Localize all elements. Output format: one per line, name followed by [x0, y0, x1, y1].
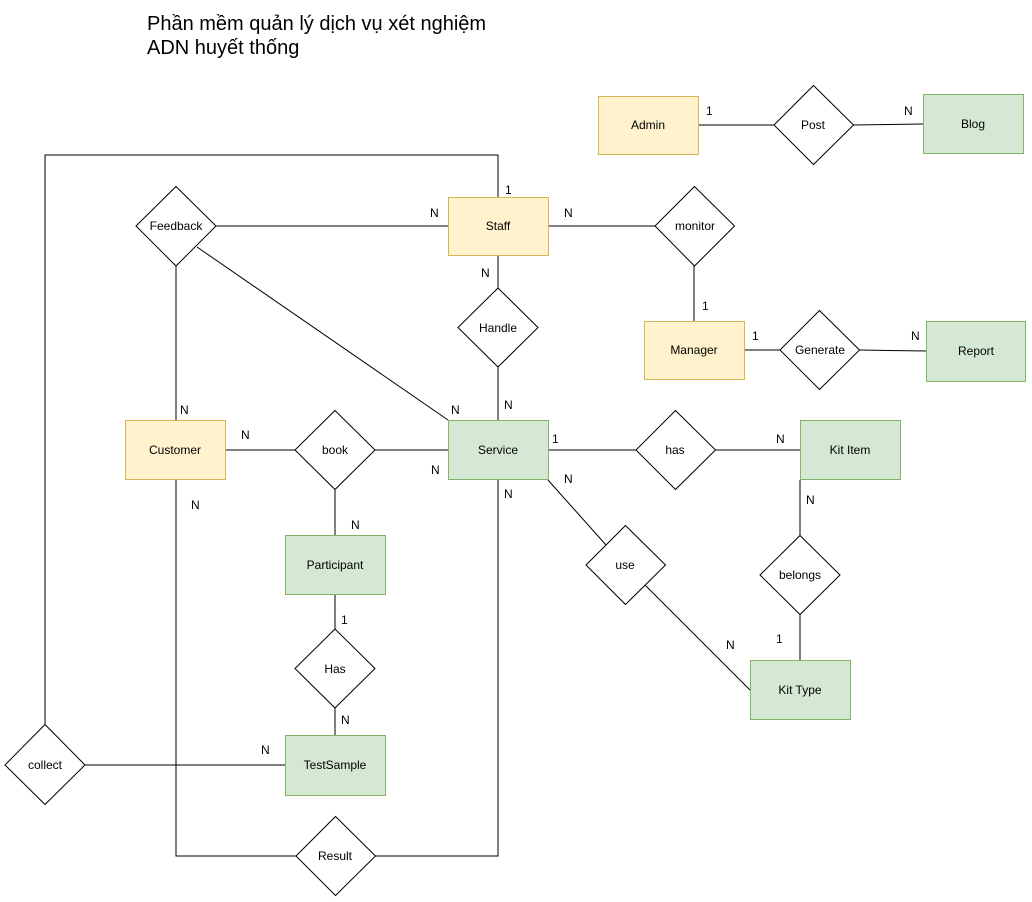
title-line-1: Phần mềm quản lý dịch vụ xét nghiệm [147, 13, 487, 35]
entity-admin[interactable]: Admin [598, 96, 699, 155]
edge-customer-result [175, 480, 296, 857]
entity-manager-label: Manager [670, 343, 717, 357]
cardinality-label: N [180, 403, 189, 417]
cardinality-label: N [261, 743, 270, 757]
entity-kit-type-label: Kit Type [778, 683, 821, 697]
relationship-book[interactable]: book [294, 409, 376, 491]
cardinality-label: N [726, 638, 735, 652]
entity-service-label: Service [478, 443, 518, 457]
cardinality-label: 1 [706, 104, 713, 118]
entity-report-label: Report [958, 344, 995, 358]
cardinality-label: N [504, 398, 513, 412]
cardinality-label: 1 [505, 183, 512, 197]
cardinality-labels: 1 N 1 N N N 1 1 N N N N N N 1 N N N N N … [180, 104, 920, 757]
cardinality-label: N [351, 518, 360, 532]
relationship-handle-label: Handle [479, 321, 517, 335]
relationship-collect-label: collect [28, 758, 63, 772]
cardinality-label: 1 [776, 632, 783, 646]
cardinality-label: N [504, 487, 513, 501]
cardinality-label: N [564, 472, 573, 486]
entity-report[interactable]: Report [926, 321, 1026, 382]
relationship-post[interactable]: Post [773, 84, 855, 166]
cardinality-label: N [481, 266, 490, 280]
cardinality-label: N [564, 206, 573, 220]
cardinality-label: N [431, 463, 440, 477]
relationship-generate-label: Generate [795, 343, 845, 357]
edge-service-use [547, 479, 607, 546]
relationship-result[interactable]: Result [295, 815, 377, 897]
cardinality-label: N [806, 493, 815, 507]
cardinality-label: N [911, 329, 920, 343]
cardinality-label: N [430, 206, 439, 220]
relationship-feedback[interactable]: Feedback [135, 185, 217, 267]
cardinality-label: N [341, 713, 350, 727]
relationship-post-label: Post [801, 118, 826, 132]
entity-service[interactable]: Service [448, 420, 549, 480]
cardinality-label: 1 [341, 613, 348, 627]
cardinality-label: N [191, 498, 200, 512]
entity-customer-label: Customer [149, 443, 201, 457]
relationship-has-sample-label: Has [324, 662, 345, 676]
entity-participant[interactable]: Participant [285, 535, 386, 595]
entity-staff-label: Staff [486, 219, 511, 233]
entity-blog[interactable]: Blog [923, 94, 1024, 154]
relationship-has-kit[interactable]: has [635, 409, 717, 491]
entity-kit-item[interactable]: Kit Item [800, 420, 901, 480]
relationship-generate[interactable]: Generate [779, 309, 861, 391]
entity-participant-label: Participant [307, 558, 364, 572]
entity-admin-label: Admin [631, 118, 665, 132]
edge-staff-collect [44, 154, 499, 724]
title-line-2: ADN huyết thống [147, 37, 300, 59]
relationship-has-sample[interactable]: Has [294, 628, 376, 709]
cardinality-label: 1 [702, 299, 709, 313]
relationship-result-label: Result [318, 849, 353, 863]
relationship-use-label: use [615, 558, 635, 572]
cardinality-label: 1 [752, 329, 759, 343]
relationship-handle[interactable]: Handle [457, 287, 539, 368]
entity-test-sample[interactable]: TestSample [285, 735, 386, 796]
relationship-book-label: book [322, 443, 349, 457]
relationship-use[interactable]: use [585, 524, 667, 606]
connector-lines [44, 123, 927, 857]
cardinality-label: N [904, 104, 913, 118]
entity-manager[interactable]: Manager [644, 321, 745, 380]
edge-use-kittype [644, 584, 751, 691]
relationship-feedback-label: Feedback [150, 219, 204, 233]
edge-feedback-service [196, 246, 449, 421]
edge-post-blog [852, 123, 924, 126]
entity-customer[interactable]: Customer [125, 420, 226, 480]
cardinality-label: 1 [552, 432, 559, 446]
edge-service-result [375, 480, 499, 857]
diagram-title: Phần mềm quản lý dịch vụ xét nghiệm ADN … [147, 12, 486, 60]
cardinality-label: N [241, 428, 250, 442]
relationship-monitor[interactable]: monitor [654, 185, 736, 267]
entity-kit-item-label: Kit Item [830, 443, 871, 457]
relationship-belongs[interactable]: belongs [759, 534, 841, 616]
edge-generate-report [858, 349, 927, 352]
entity-staff[interactable]: Staff [448, 197, 549, 256]
relationship-monitor-label: monitor [675, 219, 715, 233]
entity-blog-label: Blog [961, 117, 985, 131]
cardinality-label: N [776, 432, 785, 446]
relationship-collect[interactable]: collect [4, 723, 86, 806]
entity-test-sample-label: TestSample [304, 758, 367, 772]
cardinality-label: N [451, 403, 460, 417]
entity-kit-type[interactable]: Kit Type [750, 660, 851, 720]
relationship-belongs-label: belongs [779, 568, 821, 582]
relationship-has-kit-label: has [665, 443, 684, 457]
